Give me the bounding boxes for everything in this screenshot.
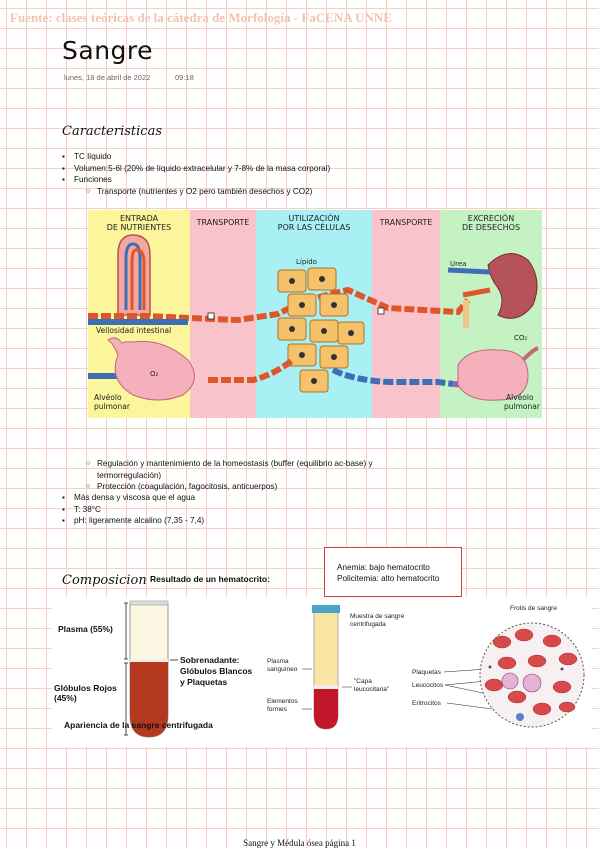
svg-text:Elementos: Elementos (267, 698, 298, 705)
svg-text:Muestra de sangre: Muestra de sangre (350, 613, 405, 620)
hematocrit-note-box: Anemia: bajo hematocrito Policitemia: al… (324, 547, 462, 597)
col-header-utilizacion-2: POR LAS CÉLULAS (278, 221, 351, 232)
col-header-excrecion: EXCRECIÓN (468, 212, 514, 223)
label-vellosidad: Vellosidad intestinal (96, 326, 171, 335)
sub-list-item: Regulación y mantenimiento de la homeost… (86, 458, 416, 481)
label-blancos: Glóbulos Blancos (180, 666, 253, 676)
label-globulos-pct: (45%) (54, 693, 77, 703)
label-plasma-55: Plasma (55%) (58, 624, 113, 634)
section-heading-composicion: Composicion (62, 573, 147, 588)
alveolus-left (114, 340, 195, 401)
hematocrit-label: Resultado de un hematocrito: (150, 574, 270, 584)
source-header: Fuente: clases teóricas de la cátedra de… (10, 10, 392, 25)
svg-text:formes: formes (267, 706, 288, 713)
page-title: Sangre (62, 36, 154, 65)
col-header-transporte-1: TRANSPORTE (196, 218, 250, 227)
label-co2: CO₂ (514, 334, 527, 342)
list-item: T: 38°C (62, 504, 392, 516)
col-header-utilizacion: UTILIZACIÓN (289, 212, 340, 223)
properties-list: Más densa y viscosa que el agua T: 38°C … (62, 492, 392, 527)
centrifuged-sample-and-smear-figure: Muestra de sangre centrifugada Plasma sa… (262, 597, 592, 747)
svg-text:Eritrocitos: Eritrocitos (412, 700, 442, 707)
svg-text:Plaquetas: Plaquetas (412, 669, 442, 676)
page-footer: Sangre y Médula ósea página 1 (243, 838, 356, 848)
label-alveolo-left: Alvéolo (94, 393, 122, 402)
alveolus-right (457, 349, 529, 401)
col-header-transporte-2: TRANSPORTE (379, 218, 433, 227)
svg-text:Leucocitos: Leucocitos (412, 682, 444, 689)
list-item: Más densa y viscosa que el agua (62, 492, 392, 504)
smear-cells (484, 628, 578, 716)
label-alveolo-left-2: pulmonar (94, 402, 131, 411)
sub-list-item: Transporte (nutrientes y O2 pero también… (86, 186, 392, 198)
characteristics-list: TC líquido Volumen:5-6l (20% de líquido … (62, 151, 392, 197)
svg-text:Plasma: Plasma (267, 658, 289, 665)
list-item: Funciones (62, 174, 392, 186)
col-header-entrada-2: DE NUTRIENTES (107, 223, 171, 232)
label-plaquetas: y Plaquetas (180, 677, 228, 687)
blood-transport-diagram: ENTRADA DE NUTRIENTES TRANSPORTE UTILIZA… (88, 210, 542, 418)
centrifuged-blood-tube-figure: Plasma (55%) Glóbulos Rojos (45%) Sobren… (52, 597, 262, 747)
section-heading-caracteristicas: Caracteristicas (62, 124, 162, 139)
anemia-note: Anemia: bajo hematocrito (337, 563, 430, 572)
svg-text:sanguíneo: sanguíneo (267, 666, 298, 673)
label-o2-left: O₂ (150, 370, 159, 378)
policitemia-note: Policitemia: alto hematocrito (337, 574, 440, 583)
label-globulos-rojos: Glóbulos Rojos (54, 683, 117, 693)
cells-cluster (277, 267, 365, 393)
functions-sublist: Regulación y mantenimiento de la homeost… (86, 458, 416, 493)
page-time: 09:18 (175, 73, 194, 82)
tube-red-cells (130, 661, 168, 737)
svg-text:Frotis de sangre: Frotis de sangre (510, 605, 557, 612)
label-lipido: Lípido (296, 258, 317, 266)
list-item: pH: ligeramente alcalino (7,35 - 7,4) (62, 515, 392, 527)
label-alveolo-right-2: pulmonar (504, 402, 541, 411)
page-date: lunes, 18 de abril de 2022 (64, 73, 151, 82)
label-alveolo-right: Alvéolo (506, 393, 534, 402)
label-sobrenadante: Sobrenadante: (180, 655, 240, 665)
list-item: TC líquido (62, 151, 392, 163)
tube-caption: Apariencia de la sangre centrifugada (64, 720, 213, 730)
svg-text:"Capa: "Capa (354, 678, 372, 685)
svg-text:centrifugada: centrifugada (350, 621, 386, 628)
column-transporte-1 (190, 210, 256, 418)
list-item: Volumen:5-6l (20% de líquido extracelula… (62, 163, 392, 175)
label-urea: Urea (450, 260, 466, 268)
col-header-entrada: ENTRADA (120, 214, 159, 223)
svg-text:leucocitaria": leucocitaria" (354, 686, 390, 693)
col-header-excrecion-2: DE DESECHOS (462, 223, 520, 232)
kidney (487, 253, 538, 319)
sub-list-item: Protección (coagulación, fagocitosis, an… (86, 481, 416, 493)
